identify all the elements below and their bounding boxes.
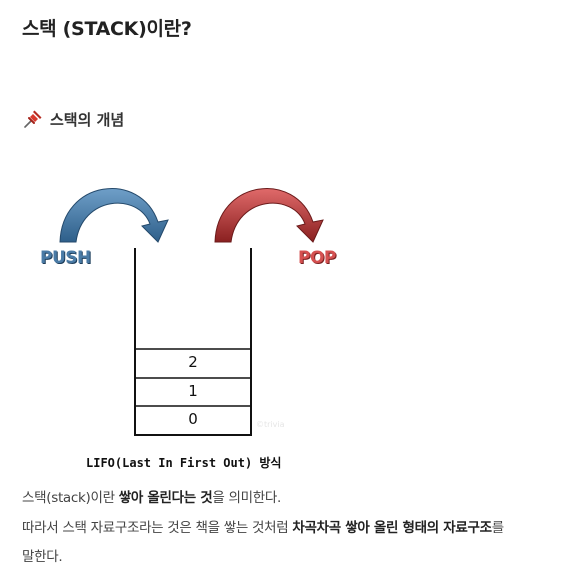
pop-label: POP — [298, 248, 336, 268]
stack-item: 2 — [188, 353, 198, 371]
image-watermark: ©trivia — [256, 420, 285, 429]
stack-item: 1 — [188, 382, 198, 400]
pushpin-icon — [22, 108, 44, 130]
page-title: 스택 (STACK)이란? — [22, 18, 192, 40]
pop-arrow-icon — [214, 188, 324, 243]
stack-diagram-graphic — [59, 188, 324, 436]
body-paragraph-1: 스택(stack)이란 쌓아 올린다는 것을 의미한다. — [22, 490, 281, 506]
push-arrow-icon — [59, 188, 169, 243]
body-paragraph-2: 따라서 스택 자료구조라는 것은 책을 쌓는 것처럼 차곡차곡 쌓아 올린 형태… — [22, 520, 504, 536]
section-heading: 스택의 개념 — [22, 108, 124, 130]
stack-diagram: PUSH POP 2 1 0 ©trivia LIFO(Last In Firs… — [0, 170, 586, 480]
push-label: PUSH — [40, 248, 91, 268]
stack-item: 0 — [188, 410, 198, 428]
body-paragraph-3: 말한다. — [22, 549, 63, 565]
diagram-caption: LIFO(Last In First Out) 방식 — [86, 456, 282, 470]
section-heading-text: 스택의 개념 — [50, 110, 125, 129]
